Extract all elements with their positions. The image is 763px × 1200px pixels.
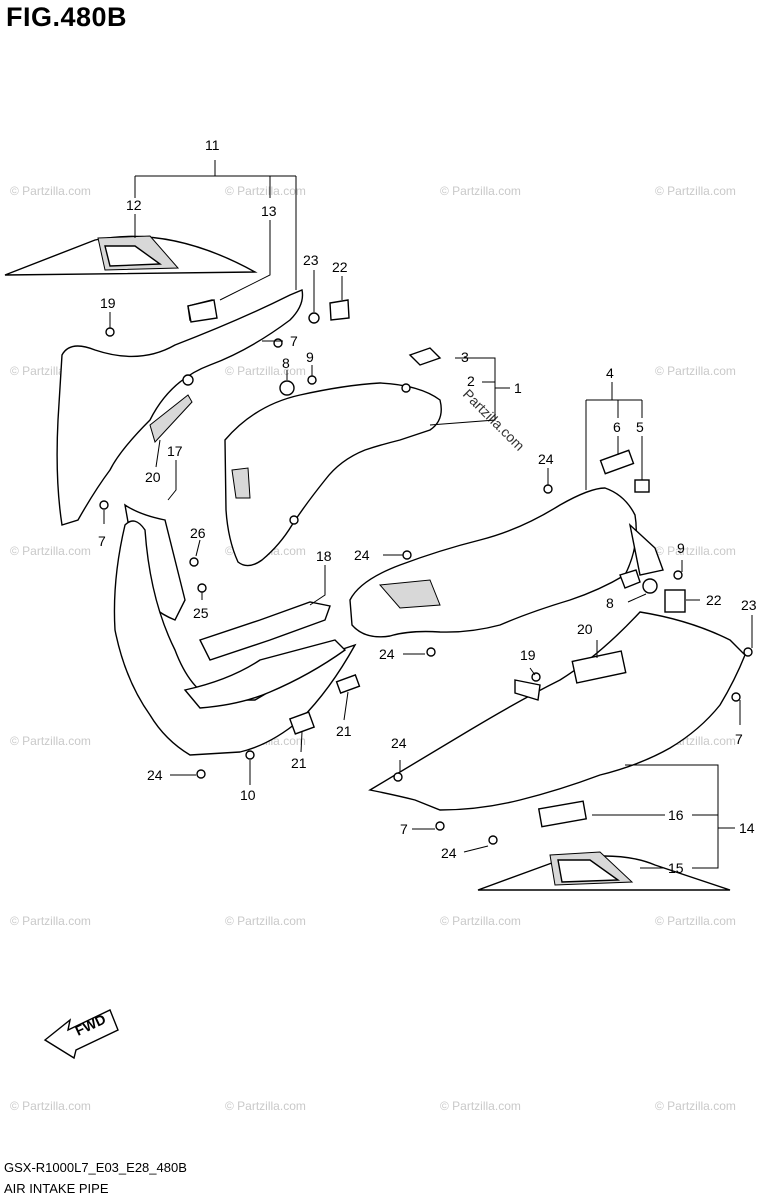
- watermark: © Partzilla.com: [440, 914, 521, 928]
- part-upper-decal[interactable]: [4, 235, 258, 276]
- watermark: © Partzilla.com: [655, 914, 736, 928]
- part-center-intake-pipe[interactable]: [224, 382, 442, 567]
- callout-13[interactable]: 13: [261, 203, 277, 219]
- part-right-intake-duct[interactable]: [349, 487, 664, 638]
- fwd-arrow: FWD: [43, 1009, 119, 1060]
- callout-24[interactable]: 24: [391, 735, 407, 751]
- callout-8[interactable]: 8: [282, 355, 290, 371]
- callout-24[interactable]: 24: [354, 547, 370, 563]
- callout-19[interactable]: 19: [520, 647, 536, 663]
- callout-15[interactable]: 15: [668, 860, 684, 876]
- callout-21[interactable]: 21: [291, 755, 307, 771]
- callout-7[interactable]: 7: [98, 533, 106, 549]
- figure-title: FIG.480B: [6, 2, 128, 32]
- callout-14[interactable]: 14: [739, 820, 755, 836]
- callout-21[interactable]: 21: [336, 723, 352, 739]
- part-lower-decal[interactable]: [477, 851, 731, 891]
- part-left-lower-cowl[interactable]: [113, 520, 357, 756]
- callout-26[interactable]: 26: [190, 525, 206, 541]
- watermark: © Partzilla.com: [225, 914, 306, 928]
- callout-22[interactable]: 22: [332, 259, 348, 275]
- watermark: © Partzilla.com: [10, 1099, 91, 1113]
- watermark: © Partzilla.com: [225, 1099, 306, 1113]
- figure-code: GSX-R1000L7_E03_E28_480B: [4, 1160, 187, 1175]
- leader-lines: [103, 160, 753, 869]
- callout-6[interactable]: 6: [613, 419, 621, 435]
- callout-20[interactable]: 20: [577, 621, 593, 637]
- callout-10[interactable]: 10: [240, 787, 256, 803]
- watermark: © Partzilla.com: [10, 734, 91, 748]
- callout-23[interactable]: 23: [741, 597, 757, 613]
- callout-24[interactable]: 24: [147, 767, 163, 783]
- watermark: © Partzilla.com: [225, 184, 306, 198]
- fasteners: [99, 312, 753, 845]
- callout-9[interactable]: 9: [677, 540, 685, 556]
- watermark: © Partzilla.com: [10, 914, 91, 928]
- watermark: © Partzilla.com: [10, 544, 91, 558]
- callout-2[interactable]: 2: [467, 373, 475, 389]
- part-small-labels: [187, 299, 686, 828]
- callout-19[interactable]: 19: [100, 295, 116, 311]
- callout-5[interactable]: 5: [636, 419, 644, 435]
- callout-25[interactable]: 25: [193, 605, 209, 621]
- callout-17[interactable]: 17: [167, 443, 183, 459]
- callout-7[interactable]: 7: [735, 731, 743, 747]
- watermark: © Partzilla.com: [655, 364, 736, 378]
- watermark: © Partzilla.com: [440, 184, 521, 198]
- callout-7[interactable]: 7: [400, 821, 408, 837]
- callout-3[interactable]: 3: [461, 349, 469, 365]
- callout-7[interactable]: 7: [290, 333, 298, 349]
- watermark: © Partzilla.com: [655, 544, 736, 558]
- watermark: © Partzilla.com: [10, 184, 91, 198]
- callout-24[interactable]: 24: [379, 646, 395, 662]
- callout-18[interactable]: 18: [316, 548, 332, 564]
- callout-22[interactable]: 22: [706, 592, 722, 608]
- callout-9[interactable]: 9: [306, 349, 314, 365]
- callout-24[interactable]: 24: [441, 845, 457, 861]
- callout-20[interactable]: 20: [145, 469, 161, 485]
- callout-1[interactable]: 1: [514, 380, 522, 396]
- watermark: © Partzilla.com: [440, 1099, 521, 1113]
- callout-24[interactable]: 24: [538, 451, 554, 467]
- callout-11[interactable]: 11: [205, 137, 220, 153]
- figure-name: AIR INTAKE PIPE: [4, 1181, 109, 1196]
- callout-12[interactable]: 12: [126, 197, 142, 213]
- callout-16[interactable]: 16: [668, 807, 684, 823]
- callout-4[interactable]: 4: [606, 365, 614, 381]
- watermark: © Partzilla.com: [655, 1099, 736, 1113]
- callout-23[interactable]: 23: [303, 252, 319, 268]
- callout-labels[interactable]: 11 12 13 23 22 19 7 8 9 3 2 1 4 6 5 24 1…: [98, 137, 757, 876]
- watermark: © Partzilla.com: [655, 184, 736, 198]
- callout-8[interactable]: 8: [606, 595, 614, 611]
- watermark: © Partzilla.com: [225, 364, 306, 378]
- part-right-lower-cowl[interactable]: [368, 611, 746, 811]
